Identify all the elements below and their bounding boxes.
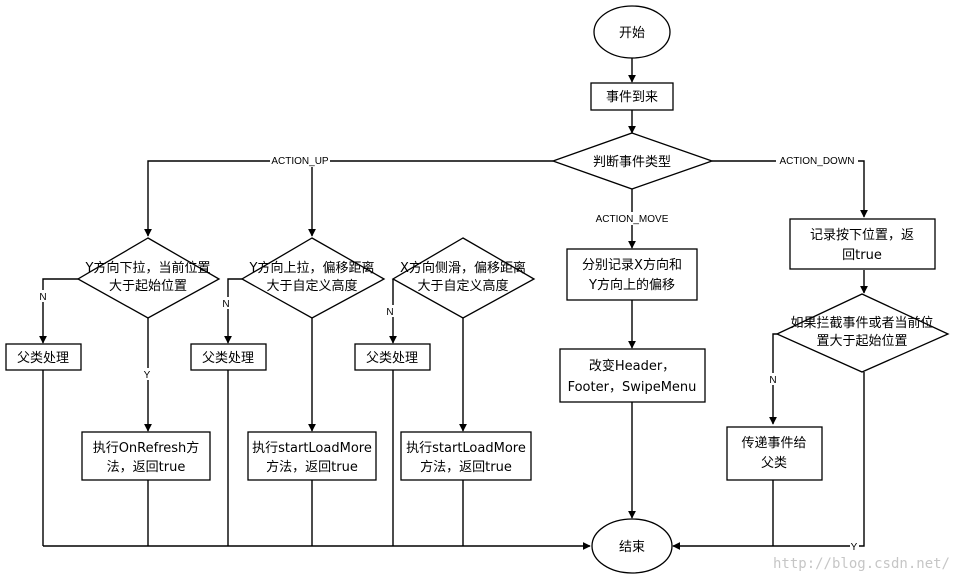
exec-loadmore-1-node: 执行startLoadMore 方法，返回true: [247, 431, 377, 481]
parent-handle-1-node: 父类处理: [5, 343, 82, 371]
up-condition-2-line-1: Y方向上拉，偏移距离: [249, 260, 375, 276]
event-arrives-label: 事件到来: [606, 90, 658, 105]
down-record-line-1: 记录按下位置，返: [810, 228, 914, 243]
up-condition-3-decision: X方向侧滑，偏移距离 大于自定义高度: [391, 237, 536, 319]
action-move-label: ACTION_MOVE: [596, 214, 669, 225]
exec-loadmore-1-line-2: 方法，返回true: [266, 459, 358, 475]
no-label-4: N: [769, 375, 776, 386]
pass-to-parent-line-2: 父类: [761, 456, 787, 471]
up-condition-1-line-2: 大于起始位置: [109, 279, 187, 294]
judge-type-decision: 判断事件类型: [551, 132, 714, 190]
up-condition-3-line-2: 大于自定义高度: [417, 278, 508, 294]
watermark-text: http://blog.csdn.net/: [773, 556, 950, 572]
down-check-line-1: 如果拦截事件或者当前位: [790, 315, 933, 331]
end-node: 结束: [591, 518, 673, 574]
no-label-2: N: [222, 299, 229, 310]
pass-to-parent-line-1: 传递事件给: [741, 436, 806, 451]
no-label-3: N: [386, 307, 393, 318]
no-label-1: N: [39, 292, 46, 303]
up-condition-3-line-1: X方向侧滑，偏移距离: [400, 260, 526, 276]
change-views-node: 改变Header， Footer，SwipeMenu: [559, 348, 706, 403]
end-label: 结束: [619, 540, 645, 555]
exec-refresh-line-2: 法，返回true: [107, 460, 186, 475]
exec-loadmore-2-node: 执行startLoadMore 方法，返回true: [400, 431, 532, 481]
start-label: 开始: [619, 26, 645, 41]
up-condition-2-line-2: 大于自定义高度: [266, 278, 357, 294]
exec-loadmore-2-line-1: 执行startLoadMore: [406, 441, 526, 456]
pass-to-parent-node: 传递事件给 父类: [726, 426, 823, 481]
down-record-node: 记录按下位置，返 回true: [789, 218, 936, 270]
action-down-label: ACTION_DOWN: [780, 156, 855, 167]
start-node: 开始: [593, 5, 671, 59]
parent-handle-3-label: 父类处理: [366, 351, 418, 366]
up-condition-2-decision: Y方向上拉，偏移距离 大于自定义高度: [240, 237, 386, 319]
exec-loadmore-1-line-1: 执行startLoadMore: [252, 441, 372, 456]
parent-handle-2-node: 父类处理: [190, 343, 267, 371]
action-up-label: ACTION_UP: [271, 156, 329, 167]
move-record-node: 分别记录X方向和 Y方向上的偏移: [566, 248, 698, 301]
change-views-line-1: 改变Header，: [589, 358, 675, 374]
down-check-line-2: 置大于起始位置: [816, 334, 907, 349]
change-views-line-2: Footer，SwipeMenu: [568, 380, 697, 395]
up-condition-1-line-1: Y方向下拉，当前位置: [85, 260, 211, 276]
down-record-line-2: 回true: [842, 248, 882, 263]
exec-refresh-line-1: 执行OnRefresh方: [93, 440, 200, 456]
parent-handle-2-label: 父类处理: [202, 351, 254, 366]
edge-labels: ACTION_UP ACTION_DOWN ACTION_MOVE N N N …: [39, 154, 859, 553]
yes-label-1: Y: [144, 370, 151, 381]
down-check-decision: 如果拦截事件或者当前位 置大于起始位置: [775, 293, 950, 373]
parent-handle-1-label: 父类处理: [17, 351, 69, 366]
event-arrives-node: 事件到来: [590, 82, 674, 111]
move-record-line-2: Y方向上的偏移: [588, 277, 675, 293]
judge-type-label: 判断事件类型: [593, 155, 671, 170]
exec-refresh-node: 执行OnRefresh方 法，返回true: [81, 431, 211, 481]
yes-label-2: Y: [851, 542, 858, 553]
move-record-line-1: 分别记录X方向和: [582, 257, 682, 273]
up-condition-1-decision: Y方向下拉，当前位置 大于起始位置: [76, 237, 221, 319]
connector-lines: [39, 58, 868, 550]
exec-loadmore-2-line-2: 方法，返回true: [420, 459, 512, 475]
parent-handle-3-node: 父类处理: [354, 343, 431, 371]
